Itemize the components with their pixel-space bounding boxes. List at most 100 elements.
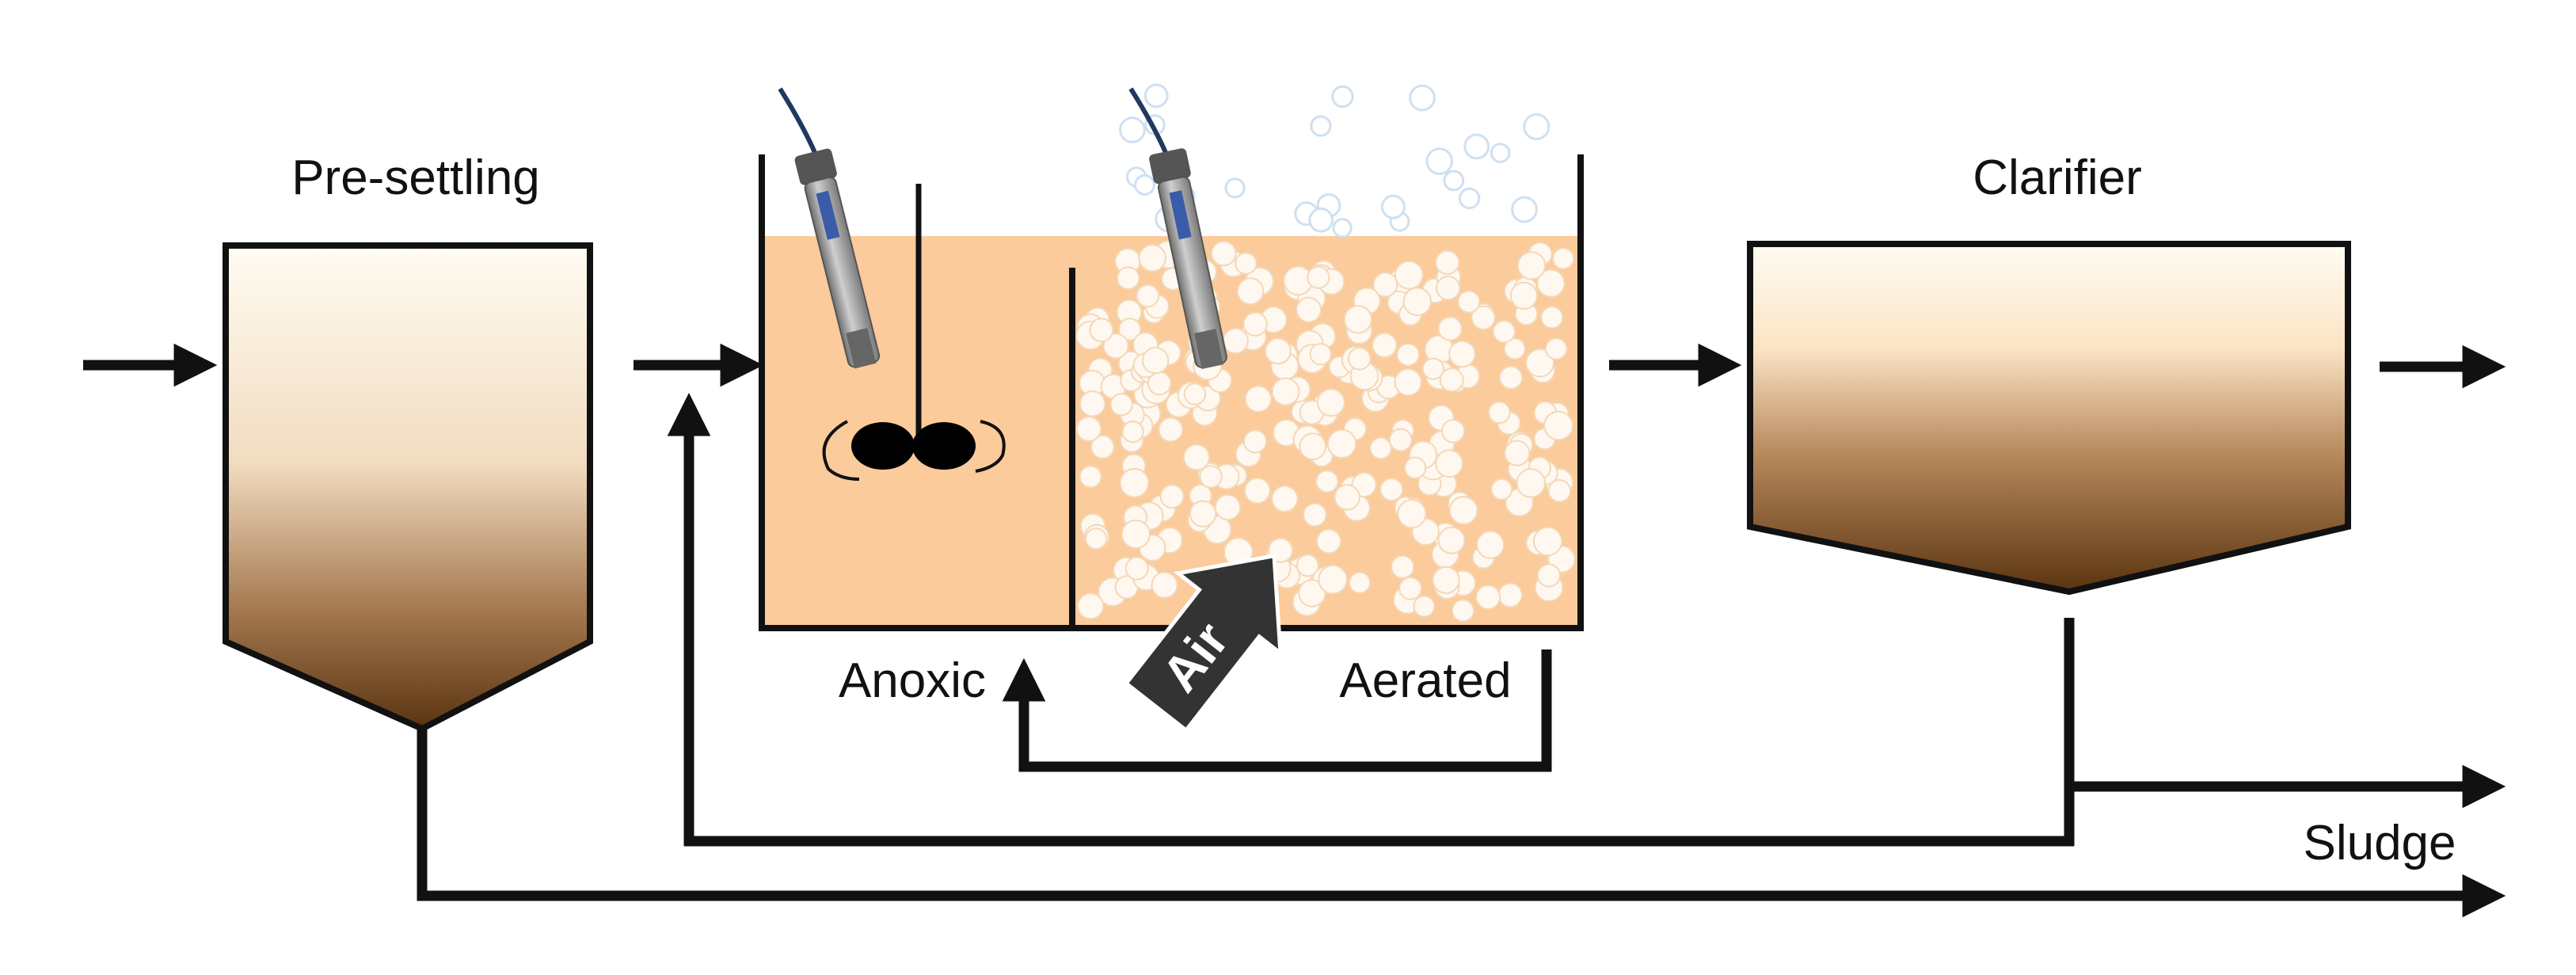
- primary-sludge-line: [417, 727, 2506, 918]
- bubble: [1490, 143, 1511, 163]
- bubble: [1463, 133, 1490, 160]
- bubble: [1504, 440, 1531, 467]
- bubble: [1497, 582, 1523, 608]
- bubble: [1264, 337, 1292, 365]
- bubble: [1334, 484, 1360, 511]
- presettling-label: Pre-settling: [291, 150, 540, 205]
- bubble: [1448, 496, 1478, 525]
- sensor-probe-icon: [1128, 87, 1227, 369]
- bubble: [1315, 528, 1342, 554]
- bubble: [1490, 478, 1513, 501]
- bubble: [1394, 368, 1422, 397]
- mixer-icon: [822, 184, 1006, 481]
- bubble: [1516, 468, 1546, 498]
- bubble: [1425, 147, 1453, 175]
- bubble: [1347, 347, 1372, 371]
- bubble: [1141, 346, 1170, 375]
- return-sludge-line: [667, 392, 2074, 847]
- bubble: [1079, 465, 1102, 489]
- bubble: [1369, 436, 1392, 460]
- bubble: [1224, 177, 1246, 199]
- bubble: [1296, 554, 1319, 577]
- bubble: [1343, 305, 1373, 334]
- bubble: [1397, 499, 1427, 529]
- bubble: [1235, 252, 1258, 275]
- bubble: [1509, 281, 1539, 310]
- bubble: [1388, 428, 1413, 452]
- bubble: [1391, 554, 1415, 579]
- bubble: [1151, 571, 1178, 599]
- bubble: [1077, 592, 1105, 620]
- bubble: [1436, 276, 1461, 301]
- clarifier-label: Clarifier: [1973, 150, 2142, 205]
- bubble: [1547, 479, 1572, 503]
- bubble: [1307, 265, 1330, 289]
- bubble: [1372, 272, 1398, 298]
- aeration-bubbles: [1075, 240, 1576, 623]
- bubble: [1109, 393, 1133, 417]
- bubble: [1487, 401, 1511, 425]
- bubble: [1189, 500, 1217, 527]
- bubble: [1242, 311, 1268, 337]
- bubble: [1075, 416, 1102, 443]
- bubble: [1211, 240, 1237, 267]
- bubble: [1503, 337, 1526, 360]
- bubble: [1118, 318, 1142, 341]
- bubble: [1492, 319, 1516, 344]
- bubble: [1536, 269, 1566, 298]
- bubble: [1475, 585, 1501, 610]
- bubble: [1396, 342, 1420, 367]
- bubble: [1540, 306, 1564, 329]
- bubble: [1403, 456, 1427, 479]
- bubble: [1079, 390, 1106, 417]
- bubble: [1214, 493, 1242, 521]
- bubble: [1244, 385, 1273, 413]
- sludge-label: Sludge: [2303, 816, 2456, 870]
- bubble: [1437, 526, 1466, 554]
- bubble: [1440, 419, 1466, 444]
- bubble: [1398, 577, 1422, 600]
- bubble: [1511, 196, 1538, 223]
- bubble: [1421, 357, 1445, 380]
- bubble: [1516, 251, 1547, 280]
- bubble: [1451, 599, 1475, 623]
- bubble: [1448, 340, 1476, 368]
- bubble: [1222, 327, 1249, 354]
- bubble: [1121, 519, 1151, 550]
- bubble: [1326, 428, 1357, 459]
- anoxic-label: Anoxic: [839, 653, 986, 708]
- bubble: [1525, 348, 1554, 378]
- bubble: [1298, 579, 1326, 607]
- bubble: [1182, 444, 1211, 471]
- bubble: [1116, 266, 1140, 291]
- bubble: [1349, 571, 1372, 594]
- bubble: [1532, 526, 1563, 557]
- bubble: [1471, 305, 1496, 330]
- internal-recycle-line: [1002, 649, 1552, 772]
- bubble: [1124, 556, 1149, 581]
- bubble: [1143, 83, 1169, 109]
- bubble: [1476, 530, 1505, 559]
- bubble: [1236, 277, 1265, 306]
- bubble: [1552, 247, 1575, 270]
- bubble: [1242, 429, 1268, 454]
- bubble: [1435, 249, 1460, 275]
- bubble: [1296, 296, 1322, 323]
- bubble: [1119, 467, 1150, 498]
- bubble: [1544, 337, 1568, 360]
- bubble: [1271, 377, 1300, 406]
- bubble: [1136, 284, 1160, 308]
- bubble: [1159, 484, 1185, 509]
- bubble: [1413, 595, 1436, 618]
- bubble: [1457, 290, 1481, 314]
- bubble: [1121, 421, 1144, 444]
- bubble: [1090, 434, 1115, 459]
- bubble: [1271, 485, 1299, 512]
- presettling-tank: [223, 242, 593, 733]
- bubble: [1138, 244, 1166, 272]
- bubble: [1316, 388, 1345, 417]
- sensor-probe-icon: [778, 87, 881, 369]
- bubble: [1199, 465, 1223, 489]
- bubble: [1299, 432, 1327, 461]
- bubble: [1119, 116, 1146, 143]
